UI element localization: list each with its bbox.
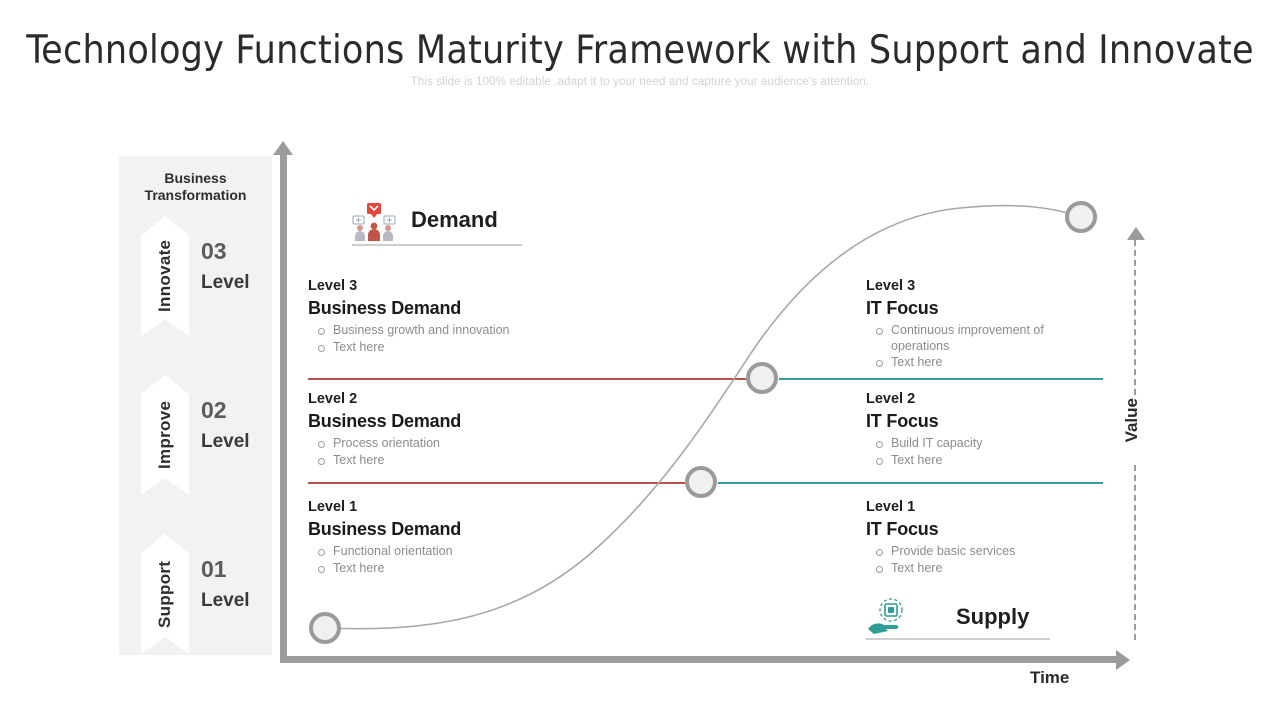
page-subtitle: This slide is 100% editable .adapt it to… bbox=[410, 76, 870, 88]
stage-level-improve: Level bbox=[201, 431, 250, 452]
stage-number-support: 01 bbox=[201, 556, 227, 582]
demand-underline bbox=[352, 244, 522, 246]
right-block-level-1: Level 1 IT Focus Provide basic services … bbox=[866, 499, 1116, 577]
y-axis-arrowhead-icon bbox=[273, 141, 293, 155]
stage-number-innovate: 03 bbox=[201, 238, 227, 264]
divider-right-upper bbox=[779, 378, 1103, 380]
supply-label: Supply bbox=[956, 604, 1030, 629]
divider-left-lower bbox=[308, 482, 685, 484]
left-block-level-2-title: Business Demand bbox=[308, 411, 462, 431]
list-item: Functional orientation bbox=[308, 544, 708, 560]
value-axis-arrowhead-icon bbox=[1127, 227, 1145, 240]
sidebar-title-line2: Transformation bbox=[144, 187, 247, 203]
divider-right-lower bbox=[718, 482, 1103, 484]
page-title: Technology Functions Maturity Framework … bbox=[26, 28, 1254, 73]
sidebar-stage-innovate[interactable]: Innovate 03 Level bbox=[119, 216, 272, 336]
x-axis-arrowhead-icon bbox=[1116, 650, 1130, 670]
stage-level-innovate: Level bbox=[201, 272, 250, 293]
sidebar-title: Business Transformation bbox=[119, 170, 272, 204]
right-block-level-2-title: IT Focus bbox=[866, 411, 939, 431]
up-arrow-shape-support bbox=[141, 534, 189, 654]
y-axis-line bbox=[280, 150, 287, 662]
up-arrow-shape-improve bbox=[141, 375, 189, 495]
right-block-level-1-bullets: Provide basic services Text here bbox=[866, 544, 1116, 576]
left-block-level-1-title: Business Demand bbox=[308, 519, 462, 539]
list-item: Text here bbox=[866, 355, 1116, 371]
sidebar-stage-support[interactable]: Support 01 Level bbox=[119, 534, 272, 654]
x-axis-label: Time bbox=[1030, 668, 1070, 687]
x-axis-line bbox=[280, 656, 1118, 663]
list-item: Continuous improvement of operations bbox=[866, 323, 1066, 354]
y-axis-label: Value bbox=[1122, 398, 1141, 443]
right-block-level-2-level: Level 2 bbox=[866, 391, 916, 407]
end-marker bbox=[1065, 201, 1097, 233]
list-item: Text here bbox=[866, 453, 1116, 469]
left-block-level-1-level: Level 1 bbox=[308, 499, 358, 515]
start-marker bbox=[309, 612, 341, 644]
value-axis-dashed-upper bbox=[1134, 240, 1136, 395]
sidebar-stage-improve[interactable]: Improve 02 Level bbox=[119, 375, 272, 495]
divider-left-upper bbox=[308, 378, 746, 380]
list-item: Business growth and innovation bbox=[308, 323, 708, 339]
stage-label-innovate: Innovate bbox=[155, 239, 174, 313]
list-item: Process orientation bbox=[308, 436, 708, 452]
value-axis-dashed-lower bbox=[1134, 465, 1136, 640]
left-block-level-3-title: Business Demand bbox=[308, 298, 462, 318]
right-block-level-1-level: Level 1 bbox=[866, 499, 916, 515]
right-block-level-2: Level 2 IT Focus Build IT capacity Text … bbox=[866, 391, 1116, 469]
left-block-level-2: Level 2 Business Demand Process orientat… bbox=[308, 391, 708, 469]
right-block-level-2-bullets: Build IT capacity Text here bbox=[866, 436, 1116, 468]
list-item: Text here bbox=[308, 561, 708, 577]
right-block-level-3-level: Level 3 bbox=[866, 278, 916, 294]
left-block-level-3: Level 3 Business Demand Business growth … bbox=[308, 278, 708, 356]
stage-level-support: Level bbox=[201, 590, 250, 611]
level2-level3-marker bbox=[746, 362, 778, 394]
left-block-level-3-level: Level 3 bbox=[308, 278, 358, 294]
level1-level2-marker bbox=[685, 466, 717, 498]
demand-label: Demand bbox=[411, 207, 498, 232]
list-item: Text here bbox=[866, 561, 1116, 577]
left-block-level-1: Level 1 Business Demand Functional orien… bbox=[308, 499, 708, 577]
list-item: Build IT capacity bbox=[866, 436, 1116, 452]
demand-section-header: Demand bbox=[348, 200, 548, 246]
maturity-sidebar: Business Transformation Innovate 03 Leve… bbox=[119, 156, 272, 655]
supply-underline bbox=[866, 638, 1050, 640]
left-block-level-3-bullets: Business growth and innovation Text here bbox=[308, 323, 708, 355]
right-block-level-3: Level 3 IT Focus Continuous improvement … bbox=[866, 278, 1116, 372]
supply-section-header: Supply bbox=[866, 598, 1066, 642]
left-block-level-1-bullets: Functional orientation Text here bbox=[308, 544, 708, 576]
people-speech-bubbles-icon bbox=[352, 203, 396, 241]
up-arrow-shape-innovate bbox=[141, 216, 189, 336]
stage-number-improve: 02 bbox=[201, 397, 227, 423]
left-block-level-2-bullets: Process orientation Text here bbox=[308, 436, 708, 468]
left-block-level-2-level: Level 2 bbox=[308, 391, 358, 407]
right-block-level-3-bullets: Continuous improvement of operations Tex… bbox=[866, 323, 1116, 371]
list-item: Provide basic services bbox=[866, 544, 1116, 560]
hand-holding-box-icon bbox=[868, 598, 903, 634]
stage-label-support: Support bbox=[155, 560, 174, 628]
right-block-level-1-title: IT Focus bbox=[866, 519, 939, 539]
list-item: Text here bbox=[308, 453, 708, 469]
list-item: Text here bbox=[308, 340, 708, 356]
sidebar-title-line1: Business bbox=[164, 170, 227, 186]
right-block-level-3-title: IT Focus bbox=[866, 298, 939, 318]
stage-label-improve: Improve bbox=[155, 400, 174, 470]
